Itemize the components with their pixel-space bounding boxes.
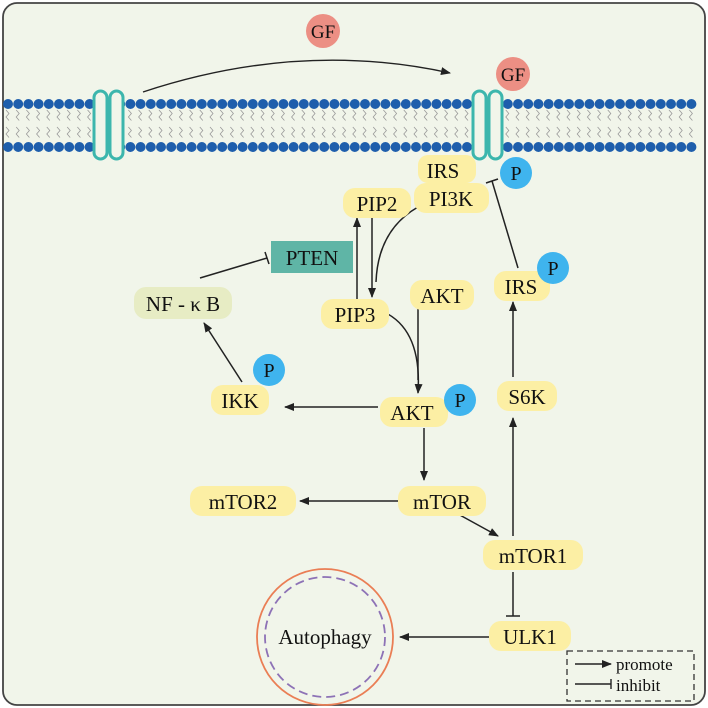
node-pip3: PIP3: [321, 299, 389, 329]
arrow-gf-to-receptor: [142, 59, 451, 93]
node-mtor1: mTOR1: [483, 540, 583, 570]
node-nfkb: NF - κ B: [134, 287, 232, 319]
node-ulk1: ULK1: [489, 621, 571, 651]
legend: promote inhibit: [566, 650, 695, 702]
phospho-badge-irs-right: P: [537, 252, 569, 284]
svg-text:P: P: [454, 390, 465, 412]
phospho-badge-irs-top: P: [500, 157, 532, 189]
autophagy-vesicle: Autophagy: [256, 568, 394, 706]
node-mtor2: mTOR2: [190, 486, 296, 516]
node-mtor: mTOR: [398, 486, 486, 516]
node-irs-right: IRS: [494, 271, 550, 301]
inhibit-irs-pi3k: [491, 180, 519, 269]
nfkb-label: NF - κ B: [146, 292, 220, 316]
gf-free-label: GF: [311, 22, 335, 43]
mtor-label: mTOR: [413, 490, 471, 514]
pip3-label: PIP3: [335, 303, 376, 327]
s6k-label: S6K: [508, 385, 545, 409]
irs-top-label: IRS: [427, 159, 460, 183]
arrow-pi3k-catalysis: [375, 206, 419, 283]
inhibit-nfkb-pten: [199, 257, 268, 279]
phospho-badge-ikk: P: [253, 354, 285, 386]
receptor-right: [471, 89, 504, 161]
gf-bound: GF: [496, 57, 530, 91]
mtor2-label: mTOR2: [209, 490, 277, 514]
svg-text:P: P: [263, 360, 274, 382]
node-pi3k: PI3K: [414, 183, 489, 213]
arrow-to-aktp: [383, 311, 423, 394]
ulk1-label: ULK1: [503, 625, 557, 649]
pi3k-label: PI3K: [429, 187, 473, 211]
node-akt: AKT: [410, 280, 474, 310]
phospho-badge-akt: P: [444, 384, 476, 416]
ikk-label: IKK: [221, 389, 258, 413]
mtor1-label: mTOR1: [499, 544, 567, 568]
irs-right-label: IRS: [505, 275, 538, 299]
autophagy-label: Autophagy: [278, 625, 372, 649]
node-pip2: PIP2: [343, 188, 411, 218]
node-akt-p: AKT: [380, 397, 448, 427]
gf-free: GF: [306, 14, 340, 48]
legend-inhibit-label: inhibit: [616, 676, 661, 695]
legend-promote-label: promote: [616, 655, 673, 674]
svg-text:P: P: [510, 163, 521, 185]
pten-label: PTEN: [286, 246, 339, 270]
node-ikk: IKK: [211, 385, 269, 415]
arrow-mtor-to-mtor1: [457, 513, 499, 537]
akt-label: AKT: [420, 284, 463, 308]
node-s6k: S6K: [497, 381, 557, 411]
pip2-label: PIP2: [357, 192, 398, 216]
node-pten: PTEN: [271, 241, 353, 273]
svg-text:P: P: [547, 258, 558, 280]
receptor-left: [92, 89, 125, 161]
connectors: [199, 178, 520, 641]
arrow-ikk-to-nfkb: [203, 322, 243, 383]
akt-p-label: AKT: [390, 401, 433, 425]
node-irs-top: IRS: [418, 155, 476, 183]
gf-bound-label: GF: [501, 65, 525, 86]
